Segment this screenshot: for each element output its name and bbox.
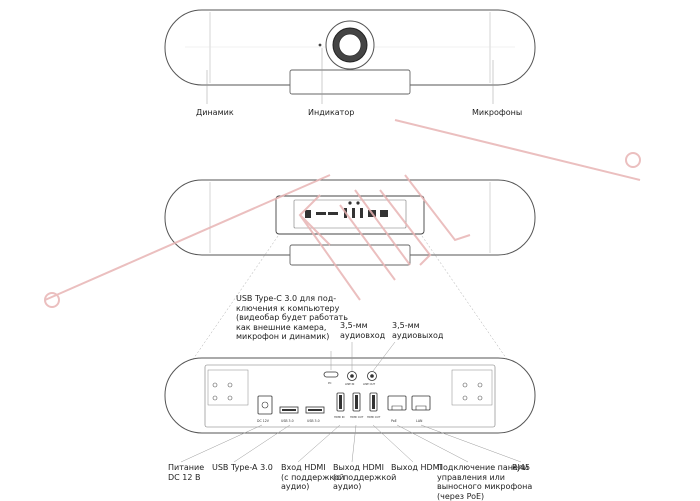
label-indicator: Индикатор (308, 108, 355, 117)
mini-usb-port-1 (316, 212, 326, 215)
mini-rj45-2 (380, 210, 388, 217)
callout-usb-a: USB Type-A 3.0 (212, 463, 273, 472)
screw (477, 395, 483, 401)
screw (212, 382, 218, 388)
line-in-label: LINE IN (345, 382, 354, 386)
detail-panel: DC 12V USB 3.0 USB 3.0 HDMI IN HDMI OUT … (164, 341, 536, 463)
mini-audio-in (348, 201, 352, 205)
mini-audio-out (356, 201, 360, 205)
callout-hdmi-out-audio: Выход HDMI (с поддержкой аудио) (333, 463, 397, 491)
usb-port-1-label: USB 3.0 (281, 419, 294, 423)
screw (477, 382, 483, 388)
leader-control-panel (396, 424, 469, 463)
label-speaker: Динамик (196, 108, 234, 117)
screw (462, 395, 468, 401)
mini-dc-port (305, 210, 311, 218)
screw (227, 382, 233, 388)
watermark-glyph-ts (379, 174, 471, 266)
poe-port-label: PoE (391, 419, 397, 423)
watermark-glyph-i (339, 189, 411, 281)
leader-hdmi-out-audio (351, 424, 357, 463)
panel-screws (212, 382, 483, 401)
watermark-diagonal (394, 119, 641, 181)
upper-leaders (330, 341, 396, 372)
callout-hdmi-in: Вход HDMI (с поддержкой аудио) (281, 463, 345, 491)
callout-power: Питание DC 12 В (168, 463, 205, 482)
usb-a-port-2-tongue (308, 409, 322, 411)
screw (227, 395, 233, 401)
dc-power-port-pin (261, 401, 269, 409)
hdmi-out-1-label: HDMI OUT (350, 415, 364, 419)
usb-a-port-1-tongue (282, 409, 296, 411)
detail-panel-plate (204, 364, 496, 428)
watermark-corner-dot (625, 152, 641, 168)
audio-out-jack-hole (370, 374, 374, 378)
rear-mount-bracket (289, 244, 411, 266)
label-microphones: Микрофоны (472, 108, 523, 117)
watermark-corner-dot (44, 292, 60, 308)
screw (462, 382, 468, 388)
callout-audio-out: 3,5-мм аудиовыход (392, 321, 444, 340)
leader-power (180, 424, 263, 463)
screw (212, 395, 218, 401)
line-out-label: LINE OUT (363, 382, 376, 386)
watermark-diagonal (44, 174, 331, 301)
usb-c-port (323, 371, 339, 378)
front-mount-bracket (289, 69, 411, 95)
usb-c-port-label: PC (328, 381, 332, 385)
rj45-poe-port (387, 395, 407, 411)
callout-audio-in: 3,5-мм аудиовход (340, 321, 386, 340)
lower-leaders (180, 424, 522, 463)
hdmi-out-2-label: HDMI OUT (367, 415, 381, 419)
camera-lens-glass (338, 33, 362, 57)
rj45-lan-port (411, 395, 431, 411)
hdmi-in-port-inner (339, 395, 342, 409)
callout-control-panel: Подключение панели управления или выносн… (437, 463, 533, 501)
mini-hdmi-port-2 (352, 208, 355, 218)
front-view (164, 9, 536, 104)
watermark-glyph-k (298, 194, 361, 301)
leader-rj45 (420, 424, 522, 463)
mini-hdmi-port-3 (360, 208, 363, 218)
callout-rj45: RJ45 (512, 463, 531, 472)
indicator-led (318, 43, 322, 47)
rj45-lan-port-clip (415, 405, 427, 410)
usb-port-2-label: USB 3.0 (307, 419, 320, 423)
detail-right-bay (451, 369, 493, 406)
rj45-poe-port-clip (391, 405, 403, 410)
callout-hdmi-out: Выход HDMI (391, 463, 442, 472)
dc-port-label: DC 12V (257, 419, 270, 423)
leader-hdmi-in (297, 424, 341, 463)
leader-hdmi-out (372, 424, 414, 463)
lan-port-label: LAN (416, 419, 423, 423)
hdmi-in-label: HDMI IN (334, 415, 345, 419)
leader-usb-a (233, 424, 291, 463)
audio-in-jack-hole (350, 374, 354, 378)
watermark-logo (44, 119, 641, 308)
hdmi-out-port-1-inner (355, 395, 358, 409)
mini-usb-port-2 (328, 212, 338, 215)
hdmi-out-port-2-inner (372, 395, 375, 409)
leader-audio-out (372, 341, 396, 372)
callout-usb-c: USB Type-C 3.0 для под- ключения к компь… (236, 294, 348, 341)
